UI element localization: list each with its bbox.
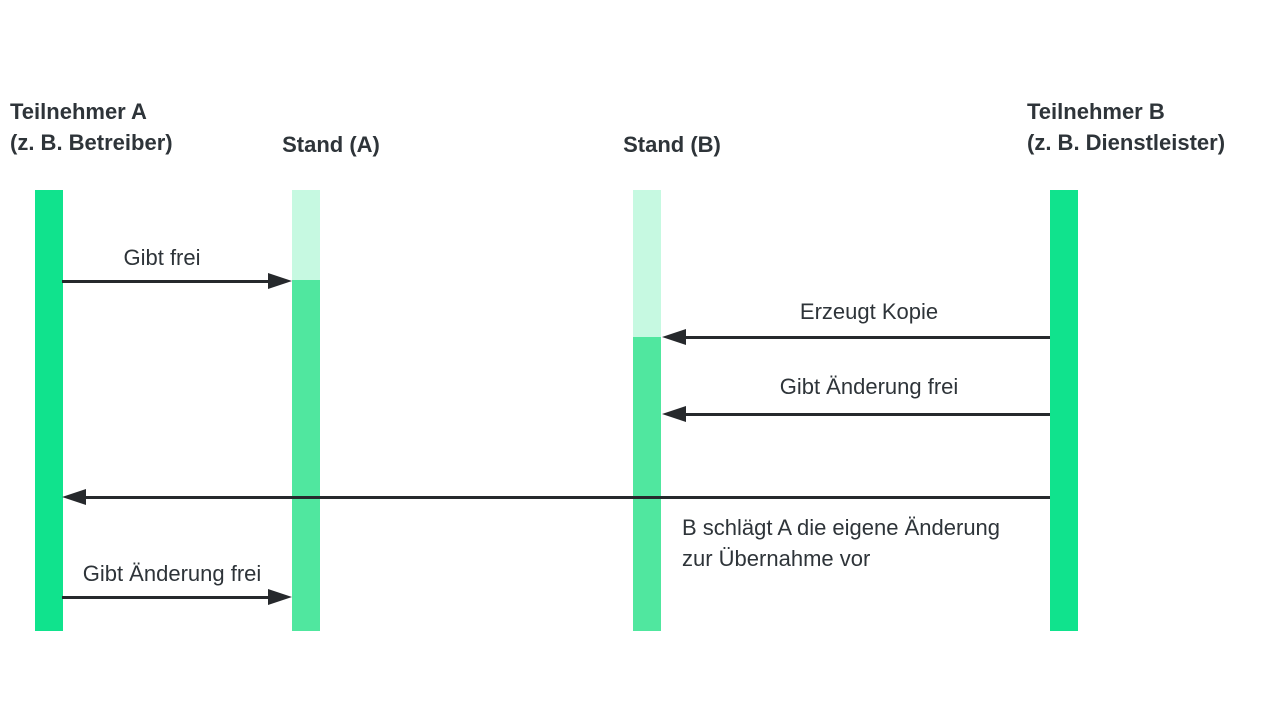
participant-b-header: Teilnehmer B (z. B. Dienstleister) [1027, 96, 1225, 158]
stand-b-inactive-segment [633, 190, 661, 337]
stand-a-header: Stand (A) [282, 132, 380, 157]
arrow-line [62, 596, 272, 599]
arrow-line [684, 413, 1050, 416]
arrowhead-left-icon [662, 329, 686, 345]
arrowhead-left-icon [62, 489, 86, 505]
stand-b-header: Stand (B) [623, 132, 721, 157]
message-1-label: Gibt frei [123, 245, 201, 270]
participant-a-title: Teilnehmer A [10, 99, 147, 124]
arrow-line [84, 496, 1050, 499]
lifeline-stand-a-bar [292, 190, 320, 631]
participant-a-subtitle: (z. B. Betreiber) [10, 130, 173, 155]
arrow-line [62, 280, 272, 283]
message-3-label: Gibt Änderung frei [779, 374, 959, 399]
message-5-label: Gibt Änderung frei [82, 561, 262, 586]
participant-b-subtitle: (z. B. Dienstleister) [1027, 130, 1226, 155]
arrowhead-right-icon [268, 273, 292, 289]
stand-a-inactive-segment [292, 190, 320, 280]
participant-b-title: Teilnehmer B [1027, 99, 1165, 124]
arrowhead-right-icon [268, 589, 292, 605]
lifeline-a-bar [35, 190, 63, 631]
arrowhead-left-icon [662, 406, 686, 422]
arrow-line [684, 336, 1050, 339]
message-4-label-line1: B schlägt A die eigene Änderung [682, 515, 1001, 540]
message-4-label-line2: zur Übernahme vor [682, 546, 871, 571]
stand-b-active-segment [633, 337, 661, 631]
message-2-label: Erzeugt Kopie [799, 299, 939, 324]
stand-a-active-segment [292, 280, 320, 631]
lifeline-b-bar [1050, 190, 1078, 631]
participant-a-header: Teilnehmer A (z. B. Betreiber) [10, 96, 173, 158]
lifeline-stand-b-bar [633, 190, 661, 631]
message-4-label: B schlägt A die eigene Änderung zur Über… [682, 512, 1052, 574]
